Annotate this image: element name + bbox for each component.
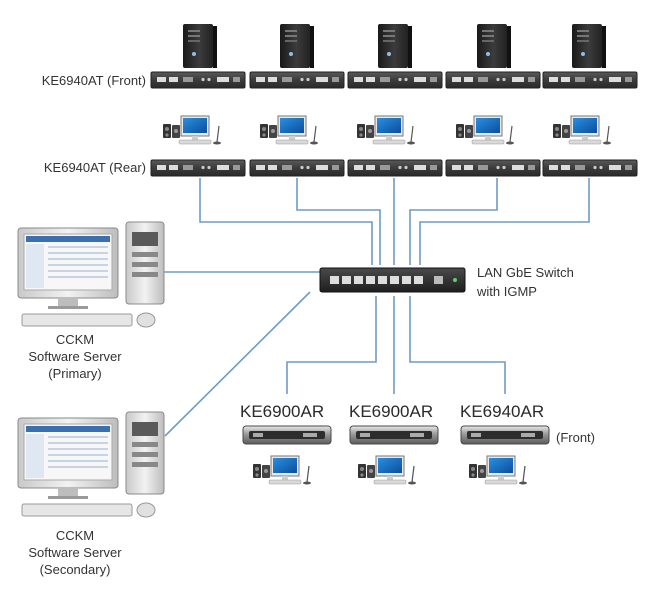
tower-pc-icon [572, 24, 606, 68]
kvm-extender-icon [249, 159, 345, 177]
server-computer-icon [17, 221, 165, 328]
kvm-extender-icon [542, 71, 638, 89]
network-switch-icon [319, 267, 466, 293]
user-workstation-icon [252, 455, 312, 486]
switch-label-line-1: LAN GbE Switch [477, 265, 574, 280]
server-primary-line-3: (Primary) [48, 366, 102, 381]
user-workstation-icon [552, 115, 612, 146]
kvm-receiver-icon [242, 425, 332, 445]
receiver-station-row [252, 455, 528, 486]
tower-pc-icon [280, 24, 314, 68]
cable-extender-1 [199, 178, 373, 265]
server-primary-line-1: CCKM [55, 332, 95, 347]
kvm-extender-icon [150, 71, 246, 89]
extender-rear-row [150, 159, 638, 177]
receiver-2-label: KE6900AR [349, 402, 434, 421]
tower-pc-icon [378, 24, 412, 68]
kvm-extender-icon [347, 71, 443, 89]
server-secondary-line-2: Software Server [28, 545, 122, 560]
tower-pc-icon [183, 24, 217, 68]
kvm-extender-icon [542, 159, 638, 177]
receiver-3-label: KE6940AR [460, 402, 545, 421]
cable-server-secondary [164, 291, 311, 437]
tower-pc-icon [477, 24, 511, 68]
cable-receiver-3 [409, 296, 506, 394]
user-station-row [162, 115, 612, 146]
user-workstation-icon [259, 115, 319, 146]
receiver-front-note: (Front) [556, 430, 595, 445]
cable-extender-2 [296, 178, 381, 265]
tower-pc-row [183, 24, 606, 68]
receiver-1-label: KE6900AR [240, 402, 325, 421]
kvm-receiver-icon [349, 425, 439, 445]
kvm-extender-icon [445, 159, 541, 177]
user-workstation-icon [356, 115, 416, 146]
kvm-extender-icon [150, 159, 246, 177]
kvm-extender-icon [249, 71, 345, 89]
cable-receiver-1 [286, 296, 377, 394]
cable-extender-4 [409, 178, 498, 265]
user-workstation-icon [468, 455, 528, 486]
user-workstation-icon [357, 455, 417, 486]
server-primary-line-2: Software Server [28, 349, 122, 364]
receiver-row [242, 425, 550, 445]
switch-label-line-2: with IGMP [477, 284, 537, 299]
server-computer-icon [17, 411, 165, 518]
server-secondary-line-3: (Secondary) [39, 562, 111, 577]
user-workstation-icon [455, 115, 515, 146]
server-secondary-line-1: CCKM [55, 528, 95, 543]
front-row-label: KE6940AT (Front) [41, 73, 146, 88]
user-workstation-icon [162, 115, 222, 146]
extender-front-row [150, 71, 638, 89]
kvm-extender-icon [445, 71, 541, 89]
kvm-receiver-icon [460, 425, 550, 445]
rear-row-label: KE6940AT (Rear) [43, 160, 146, 175]
kvm-extender-icon [347, 159, 443, 177]
network-cables [164, 178, 590, 437]
cable-extender-5 [419, 178, 590, 265]
